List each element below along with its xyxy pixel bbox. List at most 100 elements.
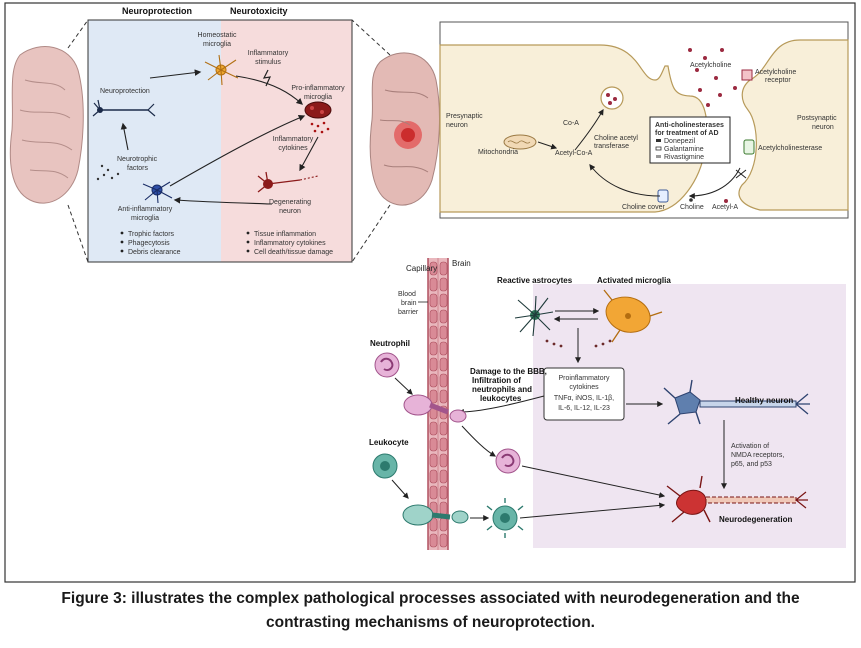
- endothelial-cell: [439, 325, 448, 340]
- drug-donepezil: Donepezil: [664, 138, 696, 145]
- degenerating-neuron-icon: [257, 171, 319, 193]
- label-neuroprotection: Neuroprotection: [100, 88, 150, 95]
- bullet-debris: Debris clearance: [128, 249, 181, 256]
- label-anti-inflammatory-1: Anti-inflammatory: [118, 206, 173, 213]
- label-homeostatic-2: microglia: [203, 41, 231, 48]
- bullet-trophic: Trophic factors: [128, 231, 175, 238]
- endothelial-cell: [429, 453, 438, 468]
- bullet-tissue-inflammation: Tissue inflammation: [254, 231, 316, 238]
- activated-leukocyte-icon: [486, 498, 524, 538]
- endothelial-cell: [439, 421, 448, 436]
- transmigrating-leukocyte-icon: [402, 504, 469, 526]
- postsynaptic-terminal: [738, 39, 849, 211]
- label-inflammatory-cytokines-2: cytokines: [278, 145, 308, 152]
- endothelial-cell: [439, 501, 448, 516]
- label-inflammatory-stimulus-1: Inflammatory: [248, 50, 289, 57]
- endothelial-cell: [439, 277, 448, 292]
- bullet-cell-death: Cell death/tissue damage: [254, 249, 333, 256]
- label-bbb-1: Blood: [398, 291, 416, 298]
- label-coa: Co-A: [563, 120, 579, 127]
- cytokines-line-4: IL-6, IL-12, IL-23: [558, 405, 610, 412]
- pro-inflammatory-microglia-icon: [304, 101, 332, 119]
- endothelial-cell: [429, 261, 438, 276]
- endothelial-cell: [439, 437, 448, 452]
- endothelial-cell: [429, 469, 438, 484]
- reactive-astrocyte-icon: [514, 295, 554, 337]
- proinflammatory-cytokines-box: Proinflammatory cytokines TNFα, iNOS, IL…: [543, 367, 625, 421]
- endothelial-cell: [429, 533, 438, 548]
- label-pro-inflammatory-1: Pro-inflammatory: [291, 85, 345, 92]
- label-ach-receptor-1: Acetylcholine: [755, 69, 796, 76]
- label-acetyl-coa: Acetyl-Co-A: [555, 150, 593, 157]
- label-acetyl-a: Acetyl-A: [712, 204, 738, 211]
- damage-line-3: neutrophils and: [472, 385, 532, 394]
- trophic-dots-icon: [96, 164, 120, 181]
- endothelial-cell: [439, 453, 448, 468]
- presynaptic-terminal: [439, 44, 708, 213]
- label-brain: Brain: [452, 259, 471, 268]
- label-degenerating-2: neuron: [279, 208, 301, 215]
- drug-box-title-2: for treatment of AD: [655, 130, 719, 137]
- drug-galantamine: Galantamine: [664, 146, 704, 153]
- endothelial-cell: [429, 517, 438, 532]
- cytokine-dots-icon: [310, 121, 330, 134]
- anti-inflammatory-microglia-icon: [142, 181, 173, 204]
- heading-neuroprotection: Neuroprotection: [122, 6, 192, 16]
- healthy-neuron-icon: [663, 379, 810, 425]
- endothelial-cell: [429, 421, 438, 436]
- label-neutrophil: Neutrophil: [370, 339, 410, 348]
- brain-icon-left: [9, 46, 84, 204]
- label-bbb-3: barrier: [398, 309, 419, 316]
- endothelial-cell: [439, 373, 448, 388]
- cytokines-line-1: Proinflammatory: [559, 375, 610, 382]
- caption-line-1: Figure 3: illustrates the complex pathol…: [61, 590, 800, 607]
- damage-line-2: Infiltration of: [472, 376, 521, 385]
- endothelial-cell: [439, 533, 448, 548]
- label-reactive-astrocytes: Reactive astrocytes: [497, 276, 573, 285]
- endothelial-cell: [429, 309, 438, 324]
- endothelial-cell: [439, 469, 448, 484]
- cytokine-release-dots: [545, 339, 612, 348]
- cytokines-line-3: TNFα, iNOS, IL-1β,: [554, 395, 614, 402]
- label-choline-cover: Choline cover: [622, 204, 665, 211]
- leukocyte-icon: [372, 453, 398, 479]
- endothelial-cell: [429, 373, 438, 388]
- activation-line-2: NMDA receptors,: [731, 452, 784, 459]
- activated-microglia-icon: [603, 289, 663, 343]
- label-leukocyte: Leukocyte: [369, 438, 409, 447]
- label-neurotrophic-1: Neurotrophic: [117, 156, 158, 163]
- bullet-inflammatory-cytokines: Inflammatory cytokines: [254, 240, 326, 247]
- lightning-icon: [262, 69, 272, 87]
- transmigrating-neutrophil-icon: [403, 394, 467, 423]
- acetylcholine-molecules: [688, 48, 737, 107]
- endothelial-cell: [439, 485, 448, 500]
- label-inflammatory-stimulus-2: stimulus: [255, 59, 281, 66]
- label-postsynaptic-1: Postsynaptic: [797, 115, 837, 122]
- label-cat-2: transferase: [594, 143, 629, 150]
- endothelial-cell: [429, 437, 438, 452]
- anti-cholinesterase-box: Anti-cholinesterases for treatment of AD…: [649, 116, 731, 164]
- label-mitochondria: Mitochondria: [478, 149, 518, 156]
- healthy-neuron-small-icon: [92, 99, 156, 117]
- label-bbb-2: brain: [401, 300, 417, 307]
- label-inflammatory-cytokines-1: Inflammatory: [273, 136, 314, 143]
- panel-synapse: Presynaptic neuron Postsynaptic neuron A…: [439, 21, 849, 219]
- ach-receptor-icon: [741, 69, 753, 81]
- label-postsynaptic-2: neuron: [812, 124, 834, 131]
- label-acetylcholinesterase: Acetylcholinesterase: [758, 145, 822, 152]
- drug-box-title-1: Anti-cholinesterases: [655, 122, 724, 129]
- label-degenerating-1: Degenerating: [269, 199, 311, 206]
- activation-line-3: p65, and p53: [731, 461, 772, 468]
- endothelial-cell: [429, 293, 438, 308]
- endothelial-cell: [429, 325, 438, 340]
- endothelial-cell: [439, 341, 448, 356]
- heading-neurotoxicity: Neurotoxicity: [230, 6, 288, 16]
- endothelial-cell: [439, 309, 448, 324]
- homeostatic-microglia-icon: [204, 54, 239, 86]
- infiltrated-neutrophil-icon: [495, 448, 521, 474]
- panel-neuroinflammation: Capillary Brain Blood brain barrier Reac…: [369, 258, 846, 550]
- label-acetylcholine: Acetylcholine: [690, 62, 731, 69]
- cytokines-line-2: cytokines: [569, 384, 599, 391]
- label-pro-inflammatory-2: microglia: [304, 94, 332, 101]
- drug-rivastigmine: Rivastigmine: [664, 154, 704, 161]
